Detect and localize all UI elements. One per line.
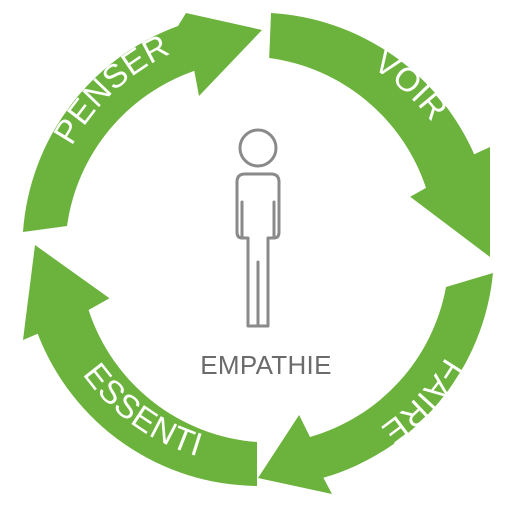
person-icon [235, 128, 281, 328]
arrow-voir-body [269, 13, 490, 257]
center-label: EMPATHIE [200, 350, 331, 380]
arrow-penser: PENSER [23, 13, 262, 232]
arrow-faire-body [258, 273, 493, 494]
arrow-faire: FAIRE [258, 273, 493, 494]
arrow-voir: VOIR [269, 13, 490, 257]
arrow-ressentir-body [23, 245, 257, 486]
arrow-penser-body [23, 13, 262, 232]
